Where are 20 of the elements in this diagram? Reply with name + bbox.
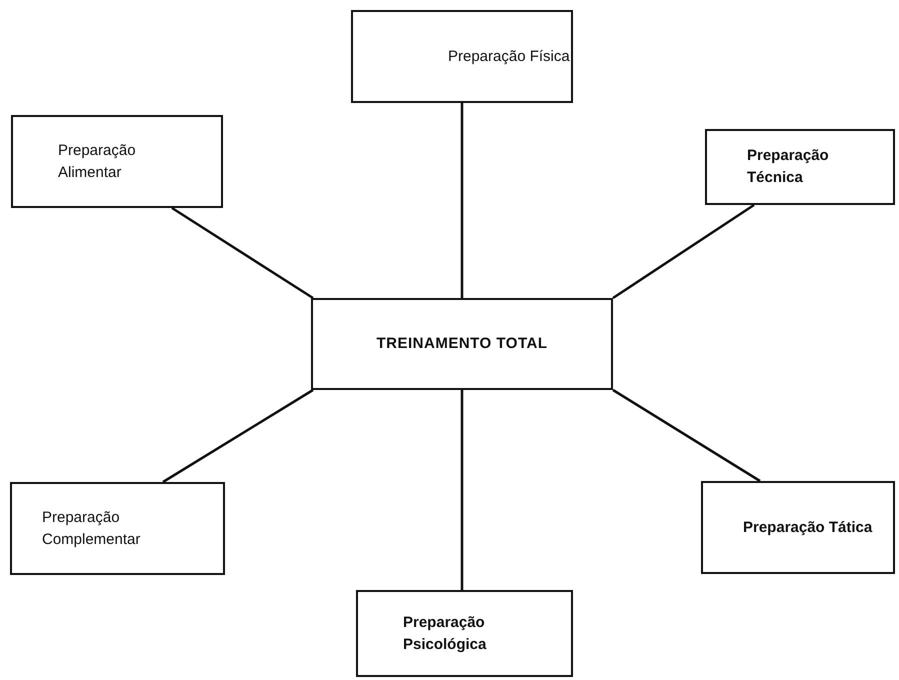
process-box [311,298,613,390]
connector-line [162,388,314,484]
process-box [701,481,895,574]
process-box [356,590,573,677]
connector-line [460,390,464,590]
process-box [11,115,223,208]
connector-line [460,103,464,298]
process-box [10,482,225,575]
box-label: Preparação Técnica [747,146,830,188]
box-label: TREINAMENTO TOTAL [376,334,548,354]
box-label: Preparação Física [448,46,570,67]
process-box [705,129,895,205]
process-box [351,10,573,103]
box-label: Preparação Alimentar [58,140,137,182]
box-label: Preparação Complementar [42,508,142,550]
connector-line [612,204,755,300]
box-label: Preparação Tática [743,518,872,538]
box-label: Preparação Psicológica [403,612,488,654]
connector-line [171,206,314,300]
connector-line [612,388,761,482]
